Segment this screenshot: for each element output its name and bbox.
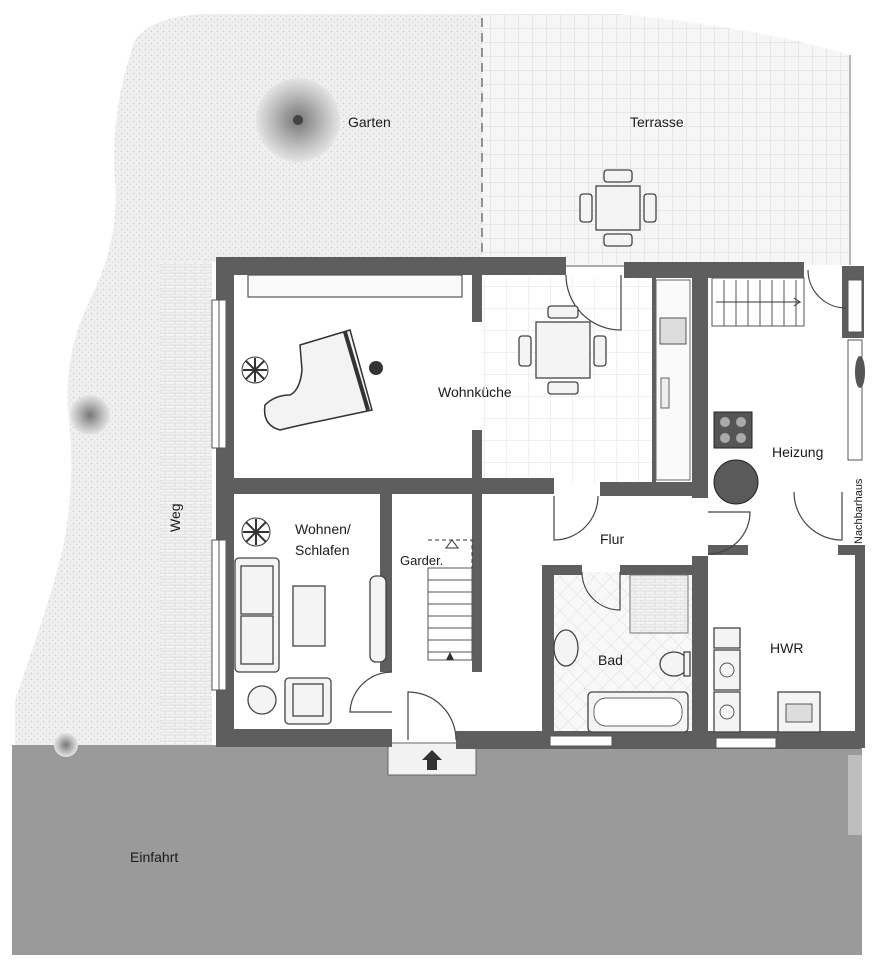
label-nachbarhaus: Nachbarhaus [853,478,865,544]
dining-table-icon [518,305,607,395]
toilet-icon [659,651,691,677]
armchair-icon [284,677,332,725]
label-wohnkueche: Wohnküche [438,384,512,400]
tree-icon [70,395,110,435]
entrance-arrow-icon [422,750,442,770]
coffee-table [292,585,326,647]
sink-icon [659,317,687,345]
label-weg: Weg [167,503,183,532]
wardrobe [369,575,387,663]
sofa-icon [234,557,280,673]
sideboard [247,274,463,298]
boiler-icon [713,459,759,505]
doors [349,269,847,741]
grand-piano-icon [263,329,383,431]
stove-icon [713,411,753,449]
label-einfahrt: Einfahrt [130,849,178,865]
label-terrasse: Terrasse [630,114,684,130]
label-bad: Bad [598,652,623,668]
bathtub-icon [587,691,689,733]
terrace-area [482,14,850,265]
sink-icon [777,691,821,733]
windows [211,265,863,749]
label-heizung: Heizung [772,444,823,460]
wall-lamp-icon [855,356,865,388]
washing-machine-icon [713,627,741,733]
stairs-icon [427,539,473,661]
stairs-icon [711,277,805,327]
garden-area [15,14,482,745]
label-garderobe: Garder. [400,553,443,568]
weg-path [160,262,212,745]
label-wohnen: Wohnen/ [295,521,351,537]
washbasin-icon [553,629,579,667]
label-garten: Garten [348,114,391,130]
label-schlafen: Schlafen [295,542,349,558]
tree-icon [54,733,78,757]
einfahrt-area [12,745,862,955]
plant-icon [241,517,271,547]
tree-icon [256,78,340,162]
dining-table-icon [579,169,657,247]
shower [629,574,689,634]
label-hwr: HWR [770,640,803,656]
side-table [247,685,277,715]
label-flur: Flur [600,531,624,547]
plant-icon [241,356,269,384]
